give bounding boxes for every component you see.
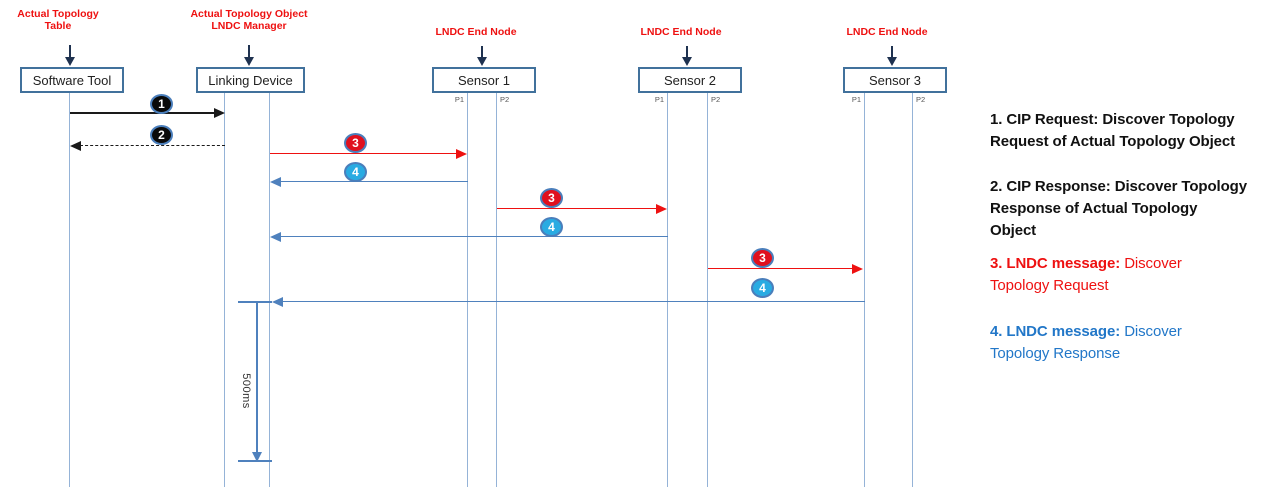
arrowhead-left-icon bbox=[272, 297, 283, 307]
lifeline-software-tool bbox=[69, 93, 70, 487]
legend-item-4-text: Discover Topology Response bbox=[990, 323, 1182, 362]
lifeline-sensor1-p1 bbox=[467, 93, 468, 487]
timer-label: 500ms bbox=[240, 373, 252, 409]
message-badge-2: 2 bbox=[150, 125, 173, 145]
message-line-2 bbox=[80, 145, 225, 146]
down-arrowhead-icon bbox=[887, 57, 897, 66]
lifeline-linking-device-p1 bbox=[224, 93, 225, 487]
arrowhead-right-icon bbox=[852, 264, 863, 274]
port-label-s2-p1: P1 bbox=[654, 95, 664, 104]
arrowhead-right-icon bbox=[456, 149, 467, 159]
down-arrowhead-icon bbox=[477, 57, 487, 66]
message-badge-3c: 3 bbox=[751, 248, 774, 268]
annotation-lndc-end-node-2: LNDC End Node bbox=[640, 26, 722, 38]
actor-box-sensor-2: Sensor 2 bbox=[638, 67, 742, 93]
lifeline-sensor3-p2 bbox=[912, 93, 913, 487]
down-arrow-icon bbox=[481, 46, 483, 58]
actor-box-sensor-1: Sensor 1 bbox=[432, 67, 536, 93]
timer-tick-top bbox=[238, 301, 272, 303]
lifeline-sensor2-p2 bbox=[707, 93, 708, 487]
lifeline-sensor1-p2 bbox=[496, 93, 497, 487]
message-line-4b bbox=[280, 236, 668, 237]
annotation-actual-topology-table: Actual Topology Table bbox=[17, 8, 99, 32]
arrowhead-right-icon bbox=[656, 204, 667, 214]
legend-item-4-prefix: 4. LNDC message: bbox=[990, 323, 1121, 340]
lifeline-sensor3-p1 bbox=[864, 93, 865, 487]
message-line-3c bbox=[708, 268, 853, 269]
legend-item-3: 3. LNDC message: Discover Topology Reque… bbox=[990, 253, 1280, 297]
actor-label: Linking Device bbox=[208, 72, 293, 88]
down-arrowhead-icon bbox=[65, 57, 75, 66]
legend-item-3-prefix: 3. LNDC message: bbox=[990, 255, 1121, 272]
actor-box-software-tool: Software Tool bbox=[20, 67, 124, 93]
annotation-lndc-end-node-3: LNDC End Node bbox=[846, 26, 928, 38]
message-line-4a bbox=[280, 181, 468, 182]
message-badge-3a: 3 bbox=[344, 133, 367, 153]
actor-label: Sensor 1 bbox=[457, 72, 511, 88]
lifeline-linking-device-p2 bbox=[269, 93, 270, 487]
down-arrow-icon bbox=[891, 46, 893, 58]
arrowhead-left-icon bbox=[70, 141, 81, 151]
timer-arrowhead-icon bbox=[252, 452, 262, 462]
message-line-1 bbox=[70, 112, 215, 114]
message-line-4c bbox=[282, 301, 865, 302]
arrowhead-right-icon bbox=[214, 108, 225, 118]
legend-item-4: 4. LNDC message: Discover Topology Respo… bbox=[990, 321, 1280, 365]
port-label-s2-p2: P2 bbox=[711, 95, 721, 104]
down-arrowhead-icon bbox=[682, 57, 692, 66]
down-arrow-icon bbox=[686, 46, 688, 58]
annotation-lndc-end-node-1: LNDC End Node bbox=[435, 26, 517, 38]
actor-box-sensor-3: Sensor 3 bbox=[843, 67, 947, 93]
legend-item-2: 2. CIP Response: Discover Topology Respo… bbox=[990, 178, 1247, 239]
port-label-s3-p2: P2 bbox=[916, 95, 926, 104]
port-label-s1-p1: P1 bbox=[454, 95, 464, 104]
lifeline-sensor2-p1 bbox=[667, 93, 668, 487]
actor-box-linking-device: Linking Device bbox=[196, 67, 305, 93]
message-line-3a bbox=[270, 153, 457, 154]
legend-item-1: 1. CIP Request: Discover Topology Reques… bbox=[990, 111, 1236, 150]
message-line-3b bbox=[497, 208, 657, 209]
legend-item-3-text: Discover Topology Request bbox=[990, 255, 1182, 294]
timer-line bbox=[256, 301, 258, 454]
down-arrow-icon bbox=[69, 45, 71, 58]
message-badge-1: 1 bbox=[150, 94, 173, 114]
port-label-s1-p2: P2 bbox=[500, 95, 510, 104]
port-label-s3-p1: P1 bbox=[851, 95, 861, 104]
down-arrowhead-icon bbox=[244, 57, 254, 66]
message-badge-4c: 4 bbox=[751, 278, 774, 298]
message-badge-3b: 3 bbox=[540, 188, 563, 208]
arrowhead-left-icon bbox=[270, 232, 281, 242]
message-badge-4a: 4 bbox=[344, 162, 367, 182]
message-badge-4b: 4 bbox=[540, 217, 563, 237]
annotation-actual-topology-object: Actual Topology Object LNDC Manager bbox=[190, 8, 308, 32]
actor-label: Software Tool bbox=[32, 72, 112, 88]
timer-tick-bottom bbox=[238, 460, 272, 462]
actor-label: Sensor 2 bbox=[663, 72, 717, 88]
actor-label: Sensor 3 bbox=[868, 72, 922, 88]
arrowhead-left-icon bbox=[270, 177, 281, 187]
down-arrow-icon bbox=[248, 45, 250, 58]
